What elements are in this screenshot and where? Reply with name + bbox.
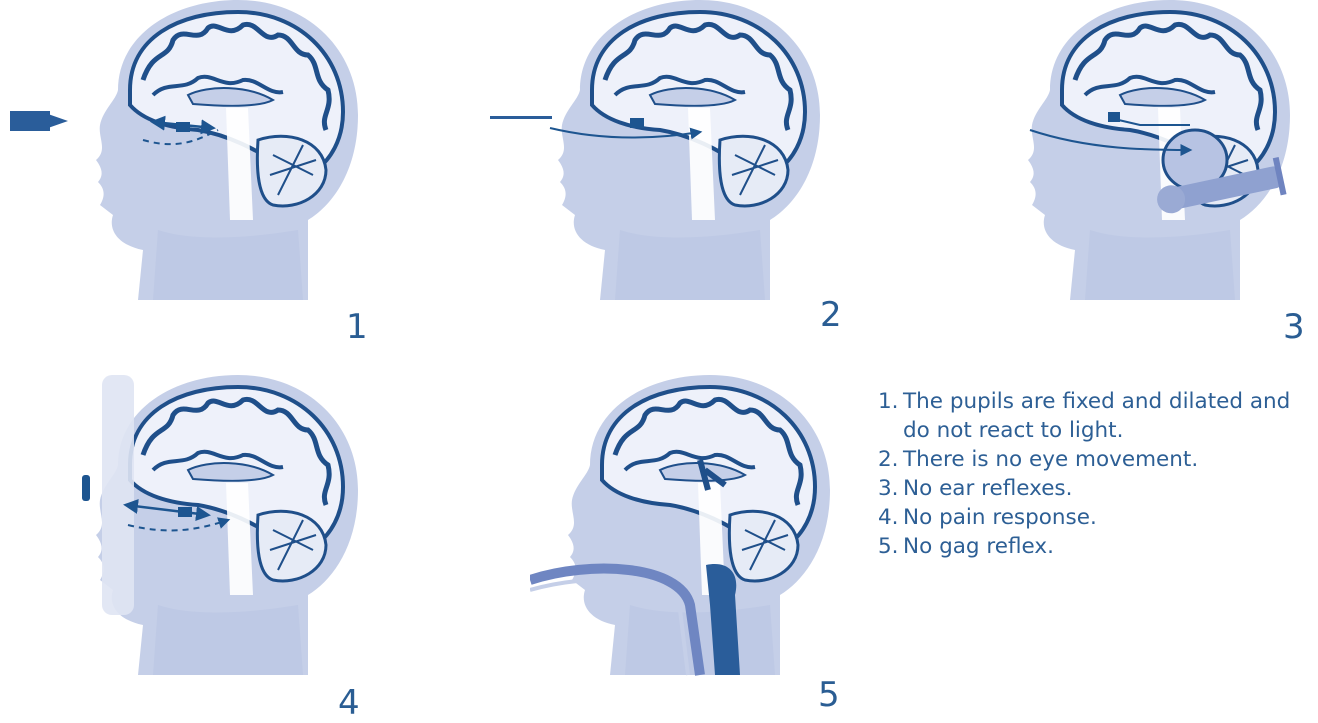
legend: 1. The pupils are fixed and dilated and … (878, 387, 1298, 561)
legend-item: 3. No ear reflexes. (878, 474, 1298, 503)
panel-number: 5 (818, 678, 840, 712)
head-ear-syringe-icon (990, 0, 1310, 330)
legend-text: There is no eye movement. (903, 445, 1198, 474)
panel-1 (58, 0, 358, 330)
panel-4 (58, 375, 358, 705)
legend-item: 1. The pupils are fixed and dilated and … (878, 387, 1298, 445)
legend-number: 1. (878, 387, 903, 445)
head-gag-tube-icon (530, 375, 830, 705)
panel-number: 2 (820, 298, 842, 332)
legend-text: No pain response. (903, 503, 1097, 532)
head-light-pen-icon (58, 0, 358, 330)
legend-item: 2. There is no eye movement. (878, 445, 1298, 474)
eye-line (490, 116, 552, 119)
legend-item: 5. No gag reflex. (878, 532, 1298, 561)
head-pain-stimulus-icon (58, 375, 358, 705)
panel-2 (520, 0, 820, 330)
legend-number: 4. (878, 503, 903, 532)
legend-number: 3. (878, 474, 903, 503)
legend-text: The pupils are fixed and dilated and do … (903, 387, 1298, 445)
legend-text: No ear reflexes. (903, 474, 1072, 503)
pen-light (10, 111, 68, 131)
legend-number: 5. (878, 532, 903, 561)
head-eye-movement-icon (520, 0, 820, 330)
panel-5 (530, 375, 830, 705)
legend-text: No gag reflex. (903, 532, 1054, 561)
panel-number: 3 (1283, 310, 1305, 344)
legend-number: 2. (878, 445, 903, 474)
panel-number: 1 (346, 310, 368, 344)
panel-3 (990, 0, 1310, 330)
panel-number: 4 (338, 686, 360, 720)
legend-item: 4. No pain response. (878, 503, 1298, 532)
